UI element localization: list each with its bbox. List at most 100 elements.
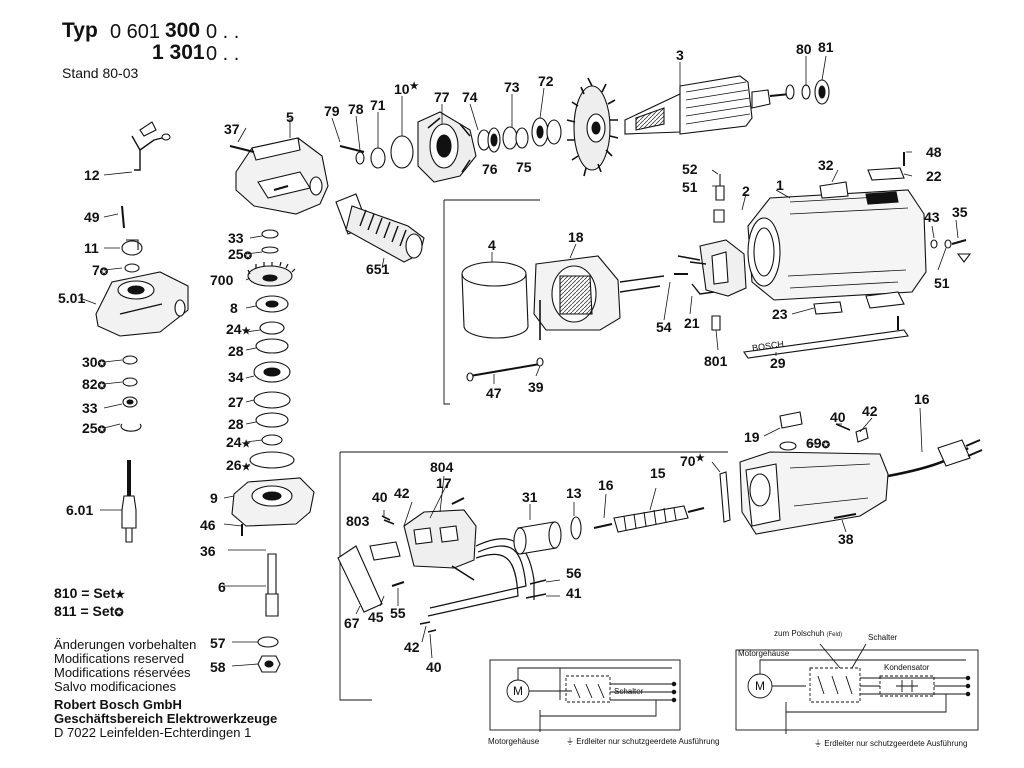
type-number-c: 0 . . bbox=[206, 21, 240, 43]
part-label-42-c: 42 bbox=[404, 639, 420, 655]
side-handle bbox=[335, 193, 425, 263]
part-label-11: 11 bbox=[84, 240, 99, 256]
part-label-49: 49 bbox=[84, 209, 100, 225]
ground-icon: ⏚ bbox=[566, 737, 577, 746]
part-label-54: 54 bbox=[656, 319, 672, 335]
ring-star-icon: ✪ bbox=[114, 607, 124, 619]
star-icon: ★ bbox=[241, 439, 251, 450]
part-label-42-a: 42 bbox=[394, 485, 410, 501]
company-address: D 7022 Leinfelden-Echterdingen 1 bbox=[54, 725, 252, 740]
part-label-24-lower: 24★ bbox=[226, 435, 251, 450]
part-label-67: 67 bbox=[344, 615, 360, 631]
part-label-21: 21 bbox=[684, 315, 700, 331]
part-label-23: 23 bbox=[772, 306, 788, 322]
part-label-70: 70★ bbox=[680, 453, 705, 469]
motor-housing bbox=[743, 152, 972, 359]
wiring-right-ground-label: ⏚ Erdleiter nur schutzgeerdete Ausführun… bbox=[814, 740, 967, 748]
part-24b-num: 24 bbox=[226, 434, 242, 450]
part-label-32: 32 bbox=[818, 157, 834, 173]
part-label-40-a: 40 bbox=[372, 489, 388, 505]
part-label-34: 34 bbox=[228, 369, 244, 385]
part-label-18: 18 bbox=[568, 229, 584, 245]
part-label-51-right: 51 bbox=[934, 275, 950, 291]
part-70-num: 70 bbox=[680, 453, 696, 469]
part-label-27: 27 bbox=[228, 394, 244, 410]
part-label-6-01: 6.01 bbox=[66, 502, 94, 518]
part-label-33-center: 33 bbox=[228, 230, 244, 246]
set-811-text: 811 = Set bbox=[54, 603, 115, 619]
part-30-num: 30 bbox=[82, 354, 98, 370]
ground-icon: ⏚ bbox=[814, 739, 825, 748]
type-number-b: 300 bbox=[165, 19, 201, 42]
part-label-55: 55 bbox=[390, 605, 406, 621]
part-label-26: 26★ bbox=[226, 458, 251, 473]
star-icon: ★ bbox=[241, 462, 251, 473]
part-label-81: 81 bbox=[818, 39, 834, 55]
wiring-diagram-right bbox=[735, 643, 979, 734]
part-26-num: 26 bbox=[226, 457, 242, 473]
wiring-right-ground-text: Erdleiter nur schutzgeerdete Ausführung bbox=[824, 739, 968, 748]
part-label-9: 9 bbox=[210, 490, 218, 506]
part-label-31: 31 bbox=[522, 489, 538, 505]
stand-date: Stand 80-03 bbox=[62, 65, 139, 81]
part-label-28-lower: 28 bbox=[228, 416, 244, 432]
type-prefix: Typ bbox=[62, 19, 98, 42]
part-label-47: 47 bbox=[486, 385, 502, 401]
part-label-6: 6 bbox=[218, 579, 226, 595]
part-label-38: 38 bbox=[838, 531, 854, 547]
wiring-right-pole-text: zum Polschuh bbox=[774, 629, 825, 638]
type-number-a: 0 601 bbox=[110, 21, 161, 43]
part-label-82: 82✪ bbox=[82, 377, 106, 392]
wiring-left-motor-label: Motorgehäuse bbox=[488, 737, 540, 746]
part-label-24-upper: 24★ bbox=[226, 322, 251, 337]
part-label-80: 80 bbox=[796, 41, 812, 57]
part-10-num: 10 bbox=[394, 81, 410, 97]
part-label-71: 71 bbox=[370, 97, 386, 113]
gear-head bbox=[229, 137, 329, 215]
part-label-33-left: 33 bbox=[82, 400, 98, 416]
part-label-51-upper: 51 bbox=[682, 179, 698, 195]
star-icon: ★ bbox=[695, 453, 705, 464]
set-810-text: 810 = Set bbox=[54, 585, 116, 601]
type-number-line2-suffix: 0 . . bbox=[206, 43, 240, 65]
part-label-700: 700 bbox=[210, 272, 234, 288]
part-label-72: 72 bbox=[538, 73, 554, 89]
armature bbox=[566, 75, 830, 177]
wiring-left-motor-symbol: M bbox=[513, 684, 523, 698]
part-label-2: 2 bbox=[742, 183, 750, 199]
part-label-52: 52 bbox=[682, 161, 698, 177]
part-label-56: 56 bbox=[566, 565, 582, 581]
part-label-73: 73 bbox=[504, 79, 520, 95]
part-label-25-center: 25✪ bbox=[228, 247, 252, 262]
part-label-37: 37 bbox=[224, 121, 240, 137]
ring-star-icon: ✪ bbox=[97, 425, 106, 436]
part-label-651: 651 bbox=[366, 261, 390, 277]
part-label-10: 10★ bbox=[394, 81, 419, 97]
set-810-label: 810 = Set★ bbox=[54, 586, 125, 601]
part-label-46: 46 bbox=[200, 517, 216, 533]
part-label-4: 4 bbox=[488, 237, 496, 253]
part-label-35: 35 bbox=[952, 204, 968, 220]
company-name: Robert Bosch GmbH bbox=[54, 697, 182, 712]
wiring-left-switch-label: Schalter bbox=[614, 687, 644, 696]
center-column-parts bbox=[231, 229, 315, 673]
switch-assembly bbox=[337, 411, 983, 633]
bearing-plate bbox=[339, 111, 562, 183]
part-label-41: 41 bbox=[566, 585, 582, 601]
note-es: Salvo modificaciones bbox=[54, 679, 177, 694]
part-label-19: 19 bbox=[744, 429, 760, 445]
part-label-69: 69✪ bbox=[806, 436, 830, 451]
part-label-77: 77 bbox=[434, 89, 450, 105]
wiring-diagram-left bbox=[489, 659, 681, 732]
leader-lines bbox=[79, 55, 959, 667]
star-icon: ★ bbox=[115, 589, 125, 601]
part-69-num: 69 bbox=[806, 435, 822, 451]
field-ring bbox=[461, 261, 529, 339]
field-coil bbox=[466, 255, 665, 382]
ring-star-icon: ✪ bbox=[821, 440, 830, 451]
left-column-parts bbox=[95, 121, 189, 543]
part-label-804: 804 bbox=[430, 459, 454, 475]
part-label-75: 75 bbox=[516, 159, 532, 175]
part-label-74: 74 bbox=[462, 89, 478, 105]
